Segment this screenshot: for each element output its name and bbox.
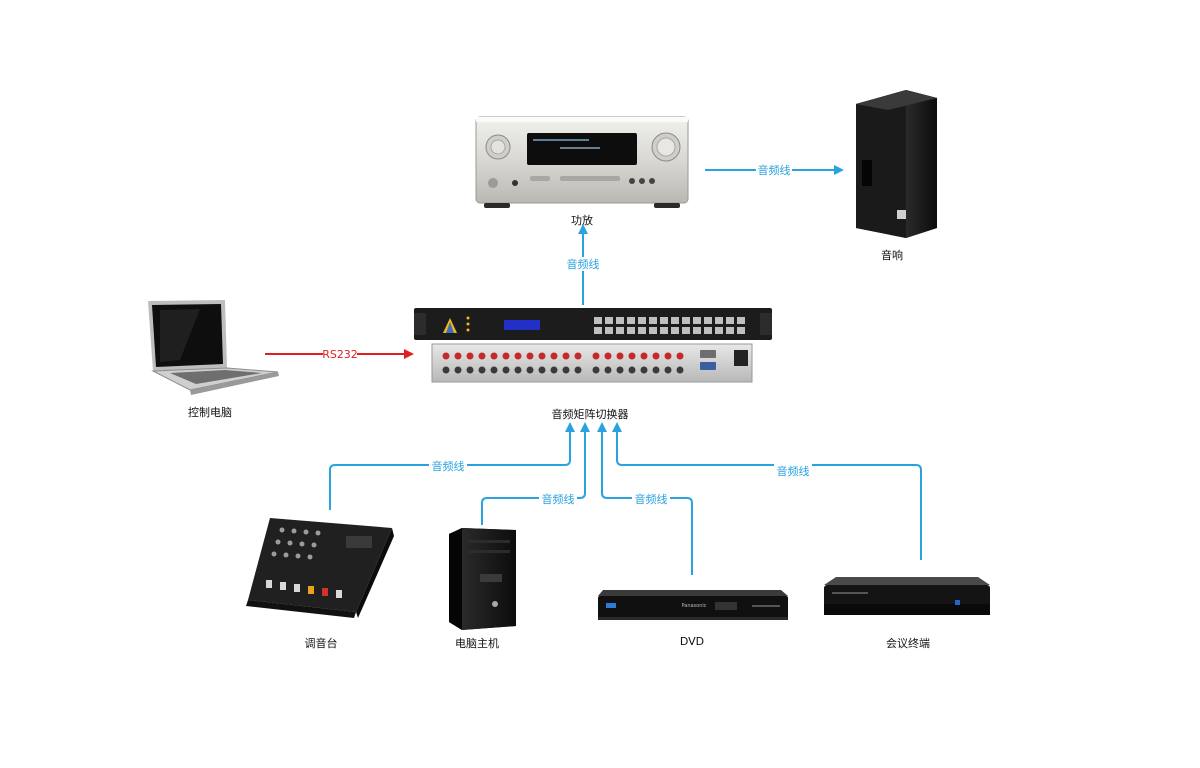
wire-label-rs232: RS232 <box>322 348 358 361</box>
wire-label-pc: 音频线 <box>542 492 575 506</box>
pc-tower-device <box>449 528 516 630</box>
wire-dvd-to-matrix: 音频线 <box>597 422 693 575</box>
matrix-label: 音频矩阵切换器 <box>551 408 629 421</box>
wire-label-mixer: 音频线 <box>432 459 465 473</box>
mixer-label: 调音台 <box>304 637 338 650</box>
matrix-switcher-device <box>414 308 772 383</box>
amplifier-device <box>475 116 689 208</box>
mixer-device <box>246 518 394 618</box>
pc-label: 电脑主机 <box>455 637 499 650</box>
wire-label-dvd: 音频线 <box>635 492 668 506</box>
wire-matrix-to-amp: 音频线 <box>564 224 602 305</box>
dvd-player-device: Panasonic <box>598 590 788 620</box>
dvd-label: DVD <box>679 635 705 648</box>
dvd-brand-text: Panasonic <box>681 603 706 609</box>
amplifier-label: 功放 <box>571 214 593 227</box>
wire-mixer-to-matrix: 音频线 <box>329 422 575 510</box>
wire-laptop-to-matrix: RS232 <box>265 347 414 361</box>
conference-terminal-device <box>824 577 990 615</box>
conference-label: 会议终端 <box>886 637 930 650</box>
wire-conference-to-matrix: 音频线 <box>612 422 922 560</box>
wire-label-conference: 音频线 <box>777 464 810 478</box>
wire-pc-to-matrix: 音频线 <box>481 422 590 525</box>
wire-amp-to-speaker: 音频线 <box>705 163 844 177</box>
laptop-device <box>148 300 279 395</box>
laptop-label: 控制电脑 <box>188 406 232 419</box>
speaker-device <box>856 90 937 238</box>
wire-label-matrix-amp: 音频线 <box>567 257 600 271</box>
wire-label-amp-speaker: 音频线 <box>758 163 791 177</box>
speaker-label: 音响 <box>881 249 903 262</box>
